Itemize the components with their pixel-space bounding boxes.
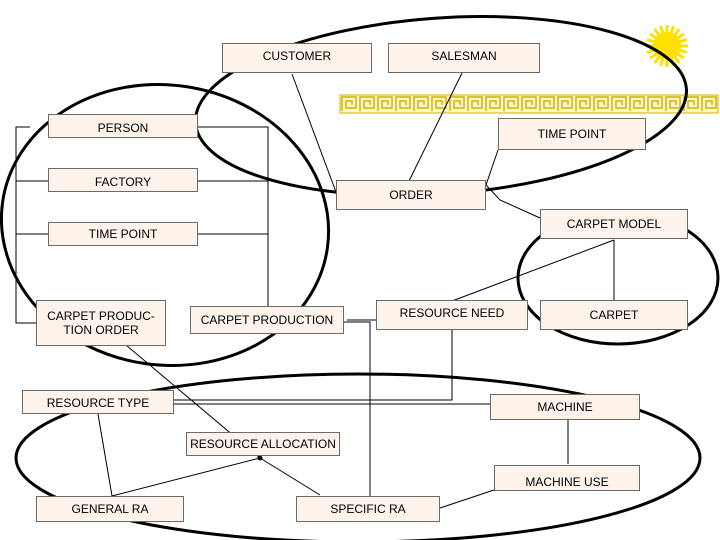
group-ellipse-resources [14, 372, 702, 540]
entity-resource-need[interactable]: RESOURCE NEED [376, 300, 528, 330]
entity-order[interactable]: ORDER [336, 180, 486, 210]
entity-person[interactable]: PERSON [48, 114, 198, 138]
entity-customer[interactable]: CUSTOMER [222, 43, 372, 73]
entity-specific-ra-label: SPECIFIC RA [330, 502, 406, 516]
entity-machine[interactable]: MACHINE [490, 394, 640, 420]
entity-salesman[interactable]: SALESMAN [388, 43, 540, 73]
entity-customer-label: CUSTOMER [262, 49, 332, 63]
entity-factory[interactable]: FACTORY [48, 168, 198, 192]
entity-resource-type-label: RESOURCE TYPE [46, 396, 150, 410]
entity-person-label: PERSON [97, 121, 149, 135]
entity-carpet-production-order-label: CARPET PRODUC-TION ORDER [47, 309, 155, 337]
entity-time-point-right-label: TIME POINT [537, 127, 607, 141]
entity-specific-ra[interactable]: SPECIFIC RA [296, 496, 440, 522]
entity-carpet-production[interactable]: CARPET PRODUCTION [190, 306, 344, 334]
entity-order-label: ORDER [389, 188, 433, 202]
entity-carpet-model-label: CARPET MODEL [566, 217, 662, 231]
entity-resource-allocation-label: RESOURCE ALLOCATION [190, 437, 336, 451]
entity-resource-allocation[interactable]: RESOURCE ALLOCATION [186, 432, 340, 456]
sun-icon [646, 25, 688, 67]
entity-general-ra[interactable]: GENERAL RA [36, 496, 184, 522]
meander-border [339, 94, 719, 114]
junction-dot [257, 455, 263, 461]
entity-factory-label: FACTORY [94, 175, 152, 189]
group-ellipse-factory-production [0, 82, 331, 368]
entity-salesman-label: SALESMAN [431, 49, 497, 63]
entity-machine-label: MACHINE [537, 400, 593, 414]
entity-general-ra-label: GENERAL RA [71, 502, 149, 516]
entity-machine-use[interactable]: MACHINE USE [494, 465, 640, 491]
entity-resource-need-label: RESOURCE NEED [399, 306, 505, 320]
entity-resource-type[interactable]: RESOURCE TYPE [22, 390, 174, 414]
entity-time-point-left-label: TIME POINT [88, 227, 158, 241]
entity-carpet[interactable]: CARPET [540, 300, 688, 330]
entity-time-point-right[interactable]: TIME POINT [498, 118, 646, 150]
entity-carpet-model[interactable]: CARPET MODEL [540, 209, 688, 239]
entity-time-point-left[interactable]: TIME POINT [48, 222, 198, 246]
entity-carpet-production-label: CARPET PRODUCTION [200, 313, 334, 327]
entity-carpet-production-order[interactable]: CARPET PRODUC-TION ORDER [36, 300, 166, 346]
entity-machine-use-label: MACHINE USE [525, 475, 609, 489]
entity-carpet-label: CARPET [589, 308, 639, 322]
